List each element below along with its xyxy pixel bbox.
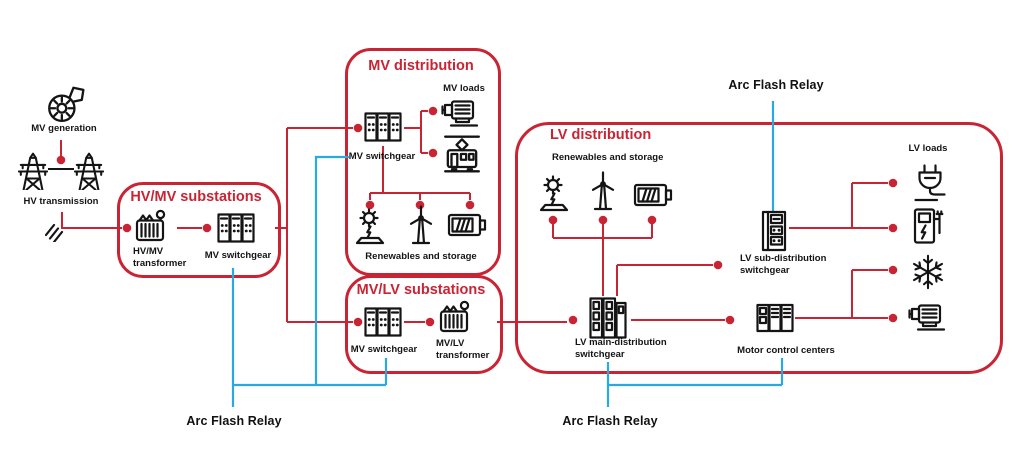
arc-flash-relay-label-bottom-center: Arc Flash Relay bbox=[562, 414, 658, 428]
lv-main-distribution-switchgear-icon bbox=[589, 297, 627, 339]
generator-icon bbox=[48, 86, 85, 123]
mv-switchgear-label: MV switchgear bbox=[350, 344, 418, 355]
lv-sub-distribution-switchgear-label: LV sub-distribution switchgear bbox=[740, 253, 827, 277]
power-wires-red bbox=[60, 110, 888, 323]
hv-mv-transformer-icon bbox=[135, 209, 166, 242]
mv-lv-substations-box bbox=[345, 275, 503, 374]
transmission-tower-icon bbox=[74, 152, 104, 190]
lv-distribution-title: LV distribution bbox=[550, 127, 652, 143]
motor-load-icon bbox=[441, 100, 479, 127]
connection-dots bbox=[56, 106, 898, 327]
motor-control-centers-label: Motor control centers bbox=[737, 345, 835, 356]
mv-lv-transformer-label: MV/LV transformer bbox=[436, 338, 490, 362]
mv-loads-label: MV loads bbox=[443, 83, 485, 94]
hv-mv-transformer-label: HV/MV transformer bbox=[133, 246, 187, 270]
mv-switchgear-icon bbox=[364, 112, 402, 142]
mv-switchgear-label: MV switchgear bbox=[204, 250, 272, 261]
earth-ground-icon bbox=[45, 223, 64, 242]
mv-distribution-box bbox=[345, 48, 501, 276]
lv-distribution-box bbox=[515, 122, 1003, 374]
solar-icon bbox=[355, 208, 385, 245]
equipment-icons bbox=[18, 86, 946, 339]
mv-lv-transformer-icon bbox=[439, 300, 470, 333]
mv-distribution-title: MV distribution bbox=[368, 58, 474, 74]
wind-turbine-icon bbox=[409, 205, 433, 245]
mv-lv-substations-title: MV/LV substations bbox=[356, 282, 486, 298]
renewables-storage-label: Renewables and storage bbox=[552, 152, 664, 163]
mv-generation-label: MV generation bbox=[31, 123, 97, 134]
hv-mv-substations-box bbox=[117, 182, 281, 278]
mv-switchgear-icon bbox=[364, 307, 402, 337]
arc-flash-relay-label-top: Arc Flash Relay bbox=[728, 78, 824, 92]
lv-main-distribution-switchgear-label: LV main-distribution switchgear bbox=[575, 337, 667, 361]
solar-icon bbox=[539, 175, 569, 212]
transmission-tower-icon bbox=[18, 152, 48, 190]
arc-flash-relay-label-bottom-left: Arc Flash Relay bbox=[186, 414, 282, 428]
lv-sub-distribution-switchgear-icon bbox=[761, 210, 787, 252]
hv-mv-substations-title: HV/MV substations bbox=[130, 189, 262, 205]
plug-load-icon bbox=[914, 164, 946, 202]
ev-charger-load-icon bbox=[913, 208, 944, 244]
hv-transmission-label: HV transmission bbox=[23, 196, 99, 207]
battery-storage-icon bbox=[633, 183, 673, 207]
mv-switchgear-icon bbox=[217, 213, 255, 243]
lv-loads-label: LV loads bbox=[908, 143, 948, 154]
motor-control-centers-icon bbox=[756, 303, 794, 333]
battery-storage-icon bbox=[447, 213, 487, 237]
renewables-storage-label: Renewables and storage bbox=[365, 251, 477, 262]
tram-load-icon bbox=[444, 135, 480, 173]
wind-turbine-icon bbox=[591, 171, 615, 211]
cooling-load-icon bbox=[912, 256, 944, 288]
arc-flash-relay-wires-blue bbox=[231, 101, 784, 407]
mv-switchgear-label: MV switchgear bbox=[348, 151, 416, 162]
motor-load-icon bbox=[908, 304, 946, 331]
